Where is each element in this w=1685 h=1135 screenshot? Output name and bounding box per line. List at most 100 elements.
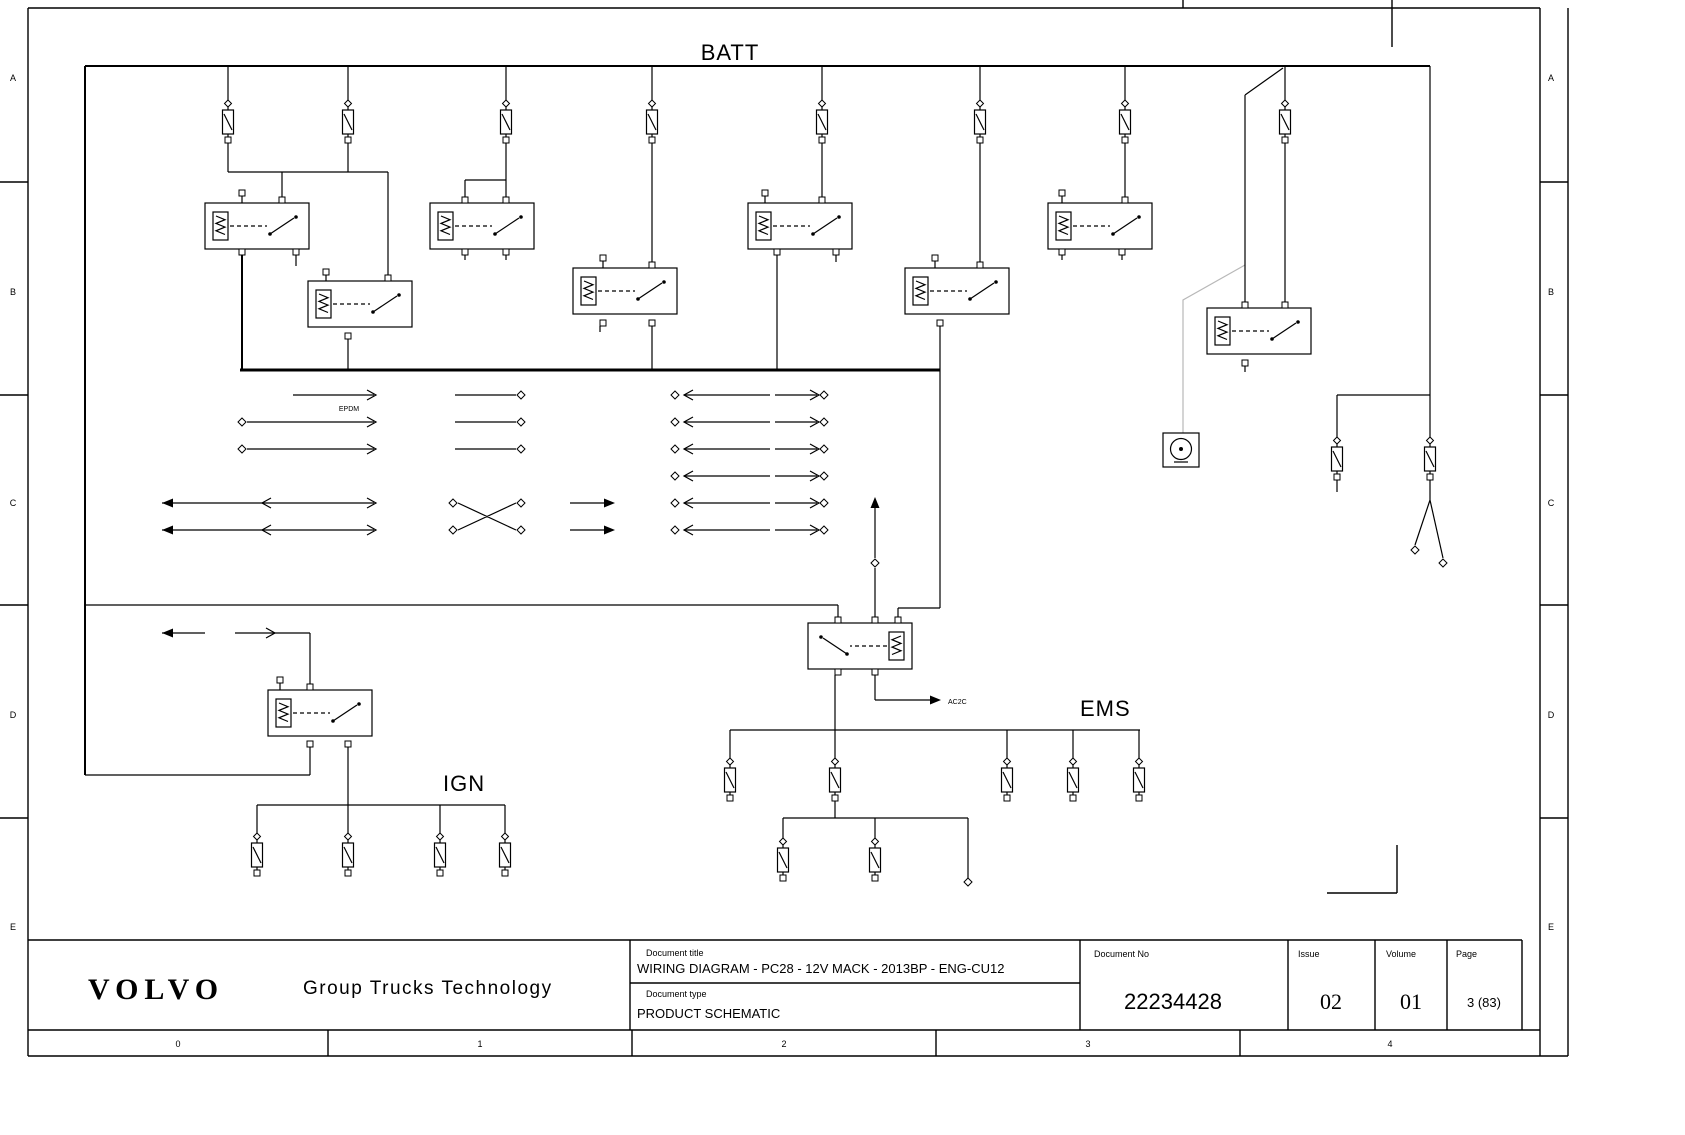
connection-diamond-icon bbox=[870, 558, 880, 568]
document-title-value: WIRING DIAGRAM - PC28 - 12V MACK - 2013B… bbox=[637, 961, 1004, 976]
connection-diamond-icon bbox=[448, 498, 458, 508]
relay-symbol bbox=[307, 280, 413, 328]
division-name: Group Trucks Technology bbox=[303, 978, 553, 999]
connection-diamond-icon bbox=[670, 444, 680, 454]
connection-diamond-icon bbox=[819, 525, 829, 535]
ghost-wire bbox=[1182, 264, 1246, 433]
grid-row-label: E bbox=[1548, 922, 1554, 932]
fuse-symbol bbox=[1118, 99, 1132, 144]
terminal-squares bbox=[238, 189, 1289, 748]
connection-diamond-icon bbox=[237, 444, 247, 454]
document-type-label: Document type bbox=[646, 989, 707, 999]
fuse-symbol bbox=[250, 832, 264, 877]
fuse-symbol bbox=[1330, 436, 1344, 481]
connection-diamond-icon bbox=[516, 444, 526, 454]
grid-col-label: 3 bbox=[1085, 1039, 1090, 1049]
wire-end-arrow-icon bbox=[162, 498, 173, 508]
grid-row-label: A bbox=[1548, 73, 1554, 83]
connection-diamond-icon bbox=[1438, 558, 1448, 568]
connection-diamond-icon bbox=[819, 471, 829, 481]
grid-row-label: E bbox=[10, 922, 16, 932]
issue-label: Issue bbox=[1298, 949, 1320, 959]
connection-diamond-icon bbox=[819, 390, 829, 400]
document-no-label: Document No bbox=[1094, 949, 1149, 959]
grid-col-label: 1 bbox=[477, 1039, 482, 1049]
relay-symbol bbox=[1047, 202, 1153, 250]
relay-symbol bbox=[204, 202, 310, 250]
grid-row-labels: A B C D E A B C D E bbox=[10, 73, 1555, 932]
motor-component bbox=[1162, 432, 1200, 468]
grid-col-label: 4 bbox=[1387, 1039, 1392, 1049]
grid-col-label: 2 bbox=[781, 1039, 786, 1049]
grid-col-label: 0 bbox=[175, 1039, 180, 1049]
fuse-symbol bbox=[498, 832, 512, 877]
fuse-symbol bbox=[499, 99, 513, 144]
sheet-frame: A B C D E A B C D E 0 1 2 3 4 bbox=[0, 0, 1569, 1057]
connection-diamond-icon bbox=[670, 471, 680, 481]
wire-end-arrow-icon bbox=[870, 497, 880, 508]
connection-diamond-icon bbox=[819, 444, 829, 454]
wire-end-arrow-icon bbox=[604, 525, 615, 535]
connection-diamond-icon bbox=[670, 498, 680, 508]
page-value: 3 (83) bbox=[1467, 995, 1501, 1010]
fuse-symbol bbox=[341, 832, 355, 877]
issue-value: 02 bbox=[1320, 989, 1342, 1014]
grid-row-label: B bbox=[10, 287, 16, 297]
grid-row-label: C bbox=[1548, 498, 1555, 508]
ems-label: EMS bbox=[1080, 696, 1131, 721]
relay-symbol bbox=[807, 622, 913, 670]
fuse-symbol bbox=[1000, 757, 1014, 802]
connection-diamond-icon bbox=[963, 877, 973, 887]
connection-diamond-icon bbox=[1410, 545, 1420, 555]
document-title-label: Document title bbox=[646, 948, 704, 958]
relay-symbol bbox=[429, 202, 535, 250]
fuse-symbol bbox=[868, 837, 882, 882]
batt-label: BATT bbox=[701, 40, 760, 65]
connection-diamond-icon bbox=[819, 498, 829, 508]
connection-diamond-icon bbox=[670, 390, 680, 400]
connection-diamond-icon bbox=[237, 417, 247, 427]
document-type-value: PRODUCT SCHEMATIC bbox=[637, 1006, 780, 1021]
fuse-symbol bbox=[1278, 99, 1292, 144]
wire-end-arrow-icon bbox=[604, 498, 615, 508]
wire-end-arrow-icon bbox=[162, 628, 173, 638]
fuse-symbol bbox=[776, 837, 790, 882]
fuse-symbol bbox=[973, 99, 987, 144]
title-block: VOLVO Group Trucks Technology Document t… bbox=[28, 939, 1523, 1030]
relay-symbol bbox=[747, 202, 853, 250]
connection-diamond-icon bbox=[516, 390, 526, 400]
wire-end-arrow-icon bbox=[930, 695, 941, 705]
volume-label: Volume bbox=[1386, 949, 1416, 959]
fuse-symbol bbox=[815, 99, 829, 144]
connection-diamond-icon bbox=[516, 498, 526, 508]
fuse-symbol bbox=[433, 832, 447, 877]
fuse-symbol bbox=[1423, 436, 1437, 481]
grid-col-labels: 0 1 2 3 4 bbox=[175, 1039, 1392, 1049]
relay-group bbox=[204, 202, 1312, 737]
fuse-symbol bbox=[723, 757, 737, 802]
connection-diamond-icon bbox=[670, 417, 680, 427]
fuse-symbol bbox=[1132, 757, 1146, 802]
epdm-label: EPDM bbox=[339, 406, 359, 413]
batt-bus bbox=[84, 65, 1430, 775]
wiring bbox=[85, 66, 1444, 878]
connection-diamond-icon bbox=[670, 525, 680, 535]
fuse-symbol bbox=[221, 99, 235, 144]
grid-row-label: D bbox=[10, 710, 17, 720]
wire-end-arrow-icon bbox=[162, 525, 173, 535]
fuse-symbol bbox=[645, 99, 659, 144]
connection-diamond-icon bbox=[516, 417, 526, 427]
grid-row-label: A bbox=[10, 73, 16, 83]
fuse-symbol bbox=[341, 99, 355, 144]
relay-symbol bbox=[904, 267, 1010, 315]
volume-value: 01 bbox=[1400, 989, 1422, 1014]
ign-label: IGN bbox=[443, 771, 485, 796]
ac2c-label: AC2C bbox=[948, 699, 967, 706]
connection-diamond-icon bbox=[819, 417, 829, 427]
relay-symbol bbox=[1206, 307, 1312, 355]
relay-symbol bbox=[267, 689, 373, 737]
connection-diamond-icon bbox=[516, 525, 526, 535]
fuse-symbol bbox=[828, 757, 842, 802]
page-label: Page bbox=[1456, 949, 1477, 959]
